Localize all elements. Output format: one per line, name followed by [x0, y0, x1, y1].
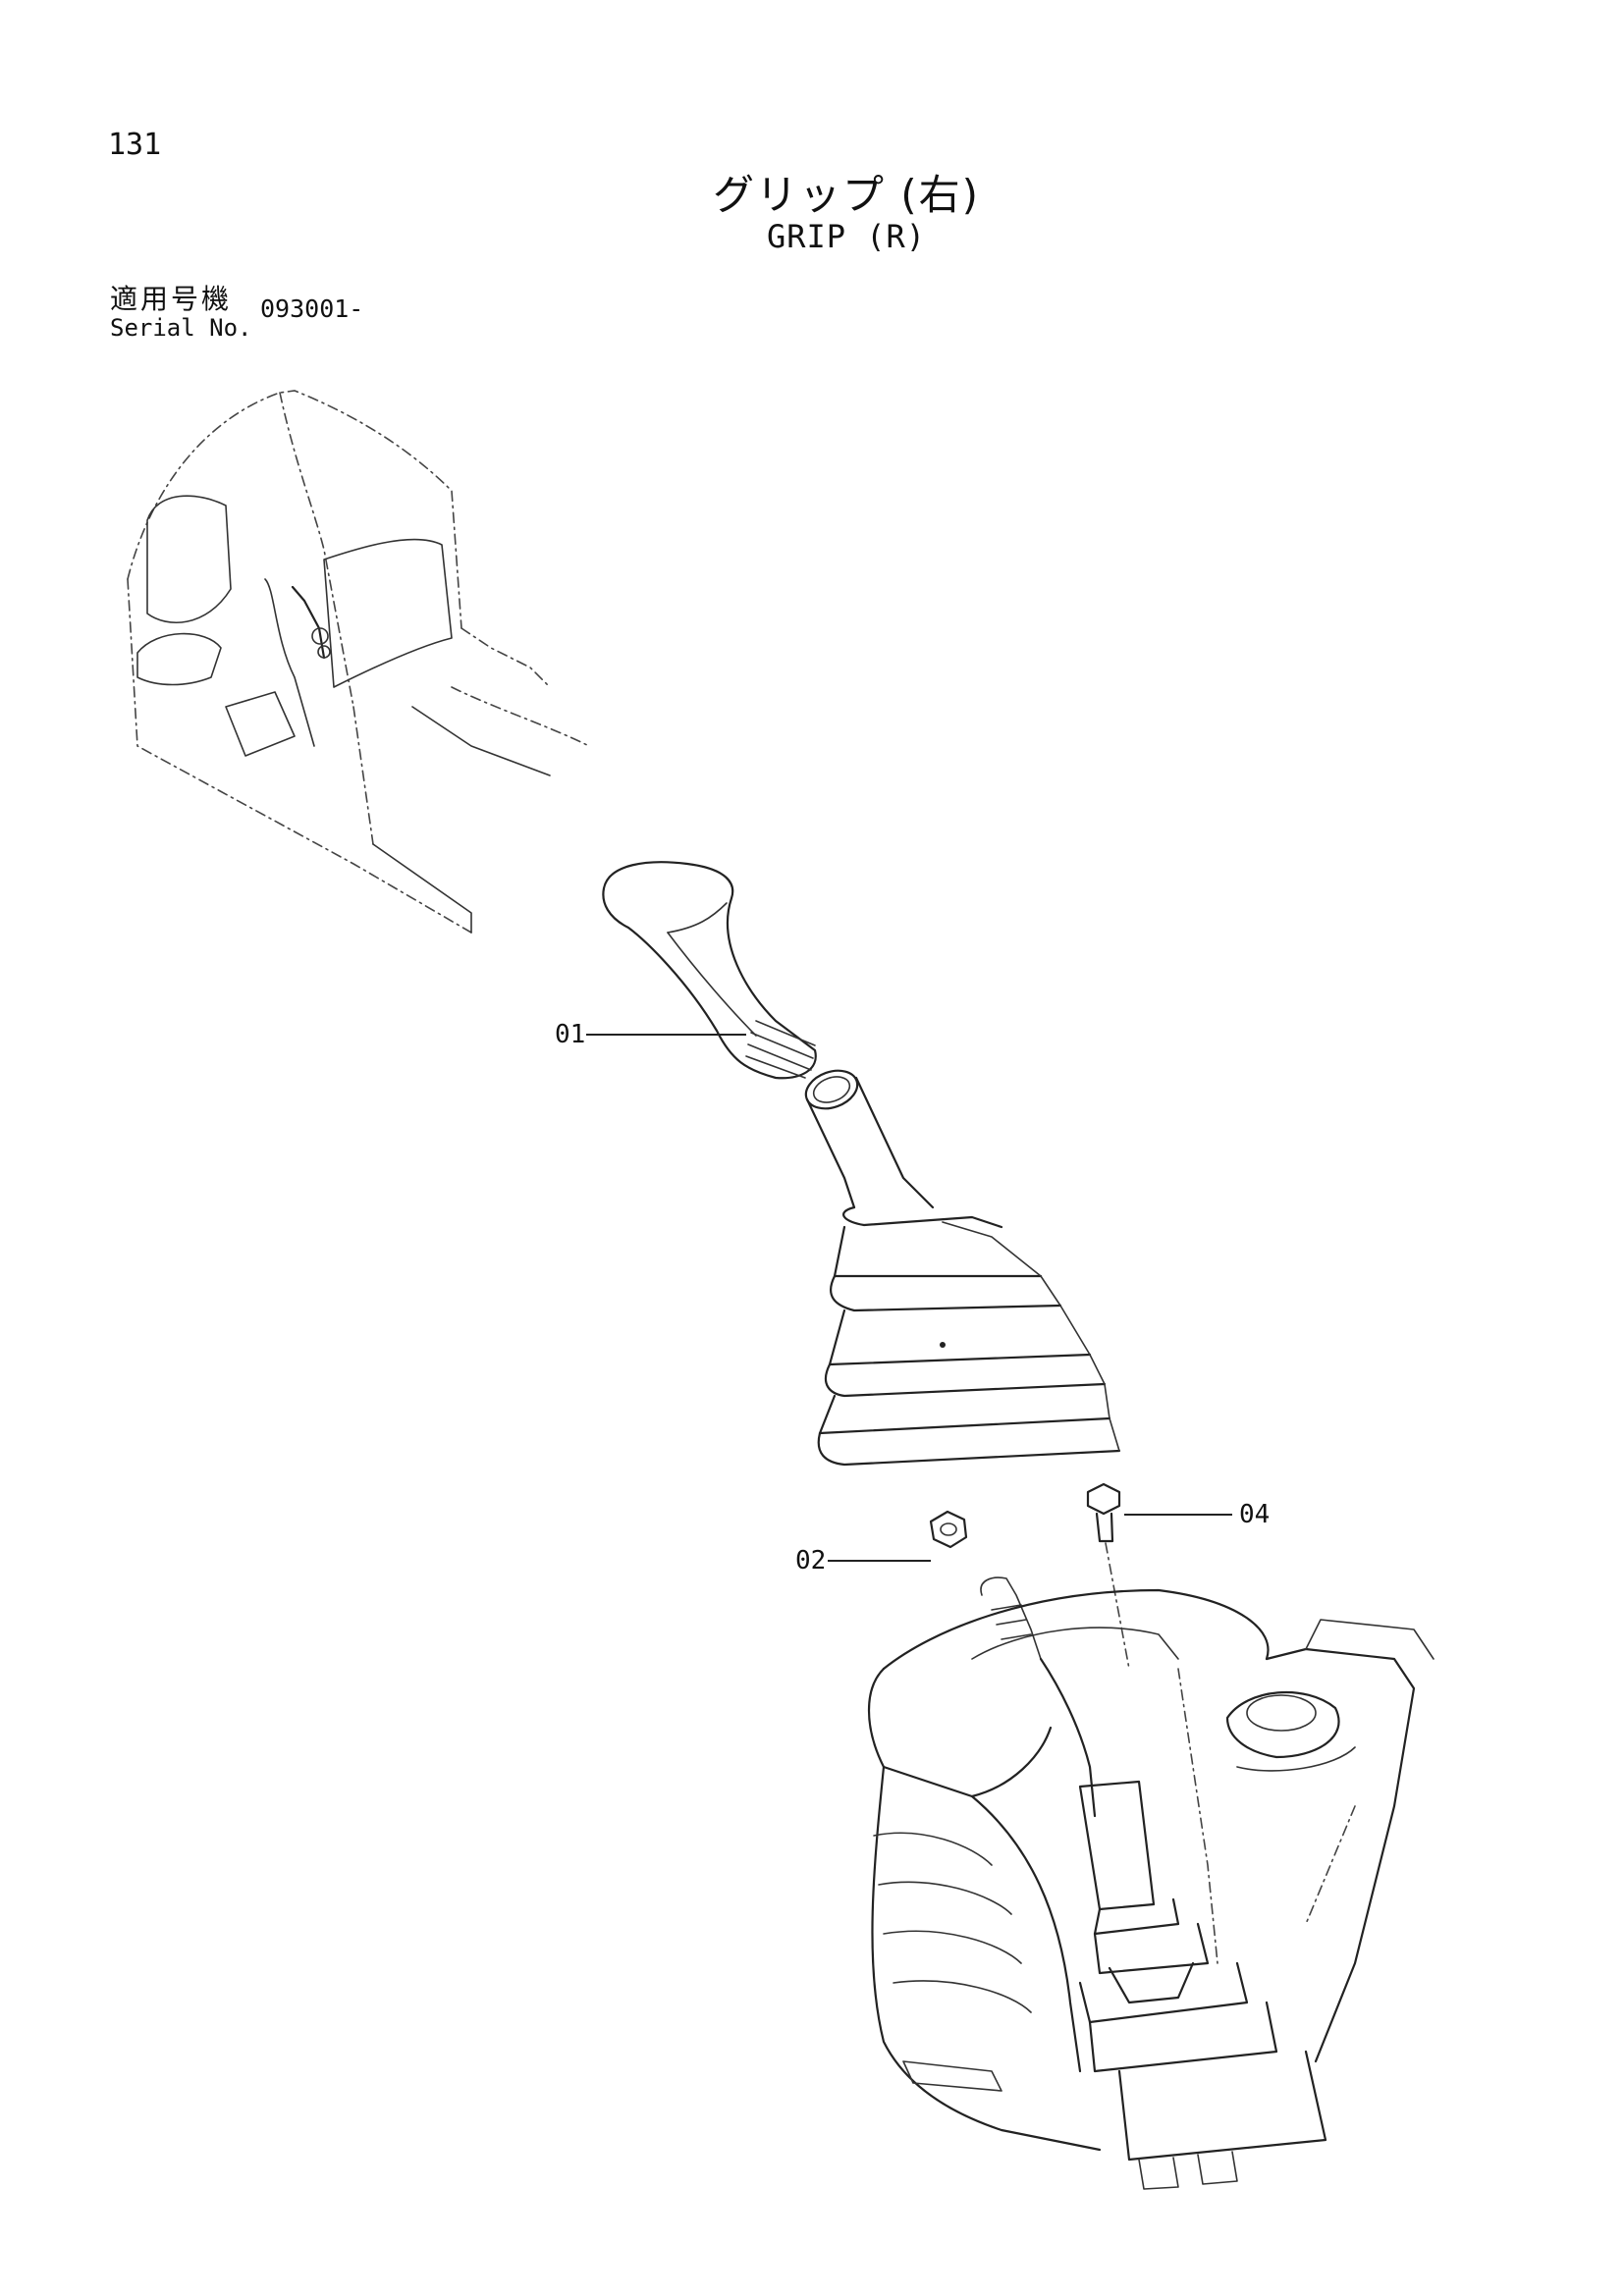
serial-label-english: Serial No. — [110, 314, 252, 342]
cab-location-view — [127, 390, 590, 934]
rubber-boot — [804, 1069, 1121, 1467]
page-title-english: GRIP (R) — [766, 218, 927, 255]
serial-number-value: 093001- — [260, 294, 364, 323]
callout-02: 02 — [795, 1546, 827, 1575]
console-pilot-valve — [868, 1576, 1435, 2190]
part-02-nut — [929, 1510, 968, 1549]
page-title-japanese: グリップ (右) — [712, 171, 981, 219]
part-04-bolt — [1086, 1482, 1130, 1670]
serial-label-japanese: 適用号機 — [110, 283, 233, 315]
callout-01: 01 — [555, 1020, 586, 1049]
callout-04: 04 — [1239, 1500, 1271, 1529]
page-number: 131 — [108, 128, 162, 162]
part-01-grip — [602, 861, 817, 1080]
